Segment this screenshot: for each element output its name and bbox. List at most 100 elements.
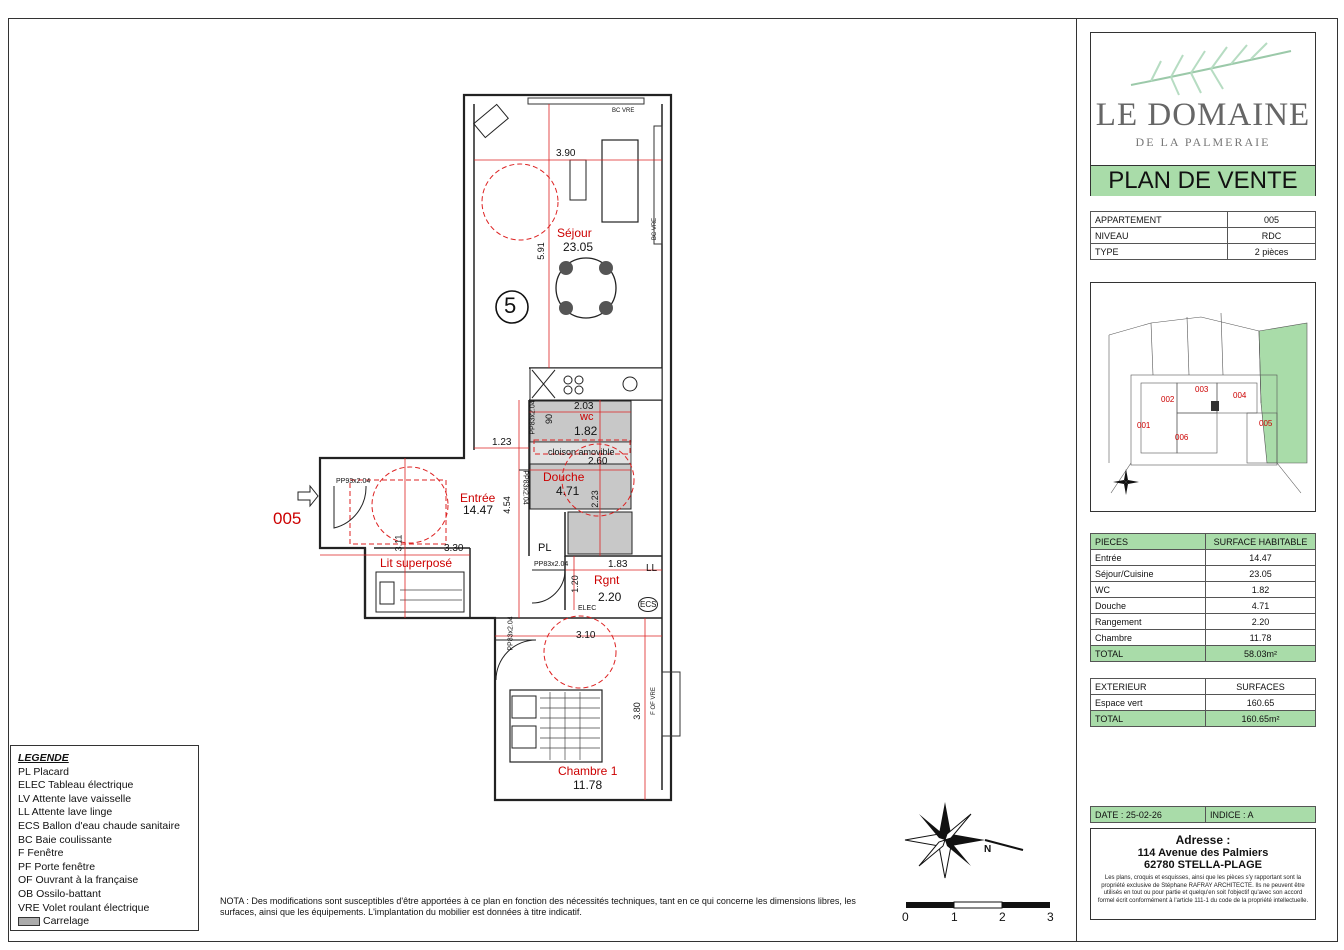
room-lit-superpose-name: Lit superposé: [380, 556, 453, 570]
legend-item: LV Attente lave vaisselle: [18, 792, 132, 805]
room-name-cell: Chambre: [1090, 629, 1206, 646]
legend-item: PL Placard: [18, 765, 69, 778]
door-tag-douche: PP83x2.04: [521, 470, 529, 505]
scale-bar: [906, 901, 1050, 909]
plan-de-vente-title: PLAN DE VENTE: [1091, 165, 1315, 196]
keyplan-unit-003: 003: [1195, 385, 1209, 394]
dim-3-11: 3.11: [393, 534, 404, 552]
door-tag-chambre: PP83x2.04: [507, 616, 515, 651]
keyplan-unit-002: 002: [1161, 395, 1175, 404]
keyplan-compass-icon: [1113, 469, 1139, 495]
dim-3-30: 3.30: [444, 543, 464, 554]
address-line-1: 114 Avenue des Palmiers: [1137, 847, 1269, 859]
compass-icon: [904, 802, 1024, 879]
exterior-value-cell: 160.65: [1205, 694, 1316, 711]
dim-4-54: 4.54: [501, 496, 512, 514]
room-name-cell: Douche: [1090, 597, 1206, 614]
legend-item: F Fenêtre: [18, 847, 64, 860]
bc-vre-right: BC VRE: [652, 217, 659, 241]
room-value-cell: 11.78: [1205, 629, 1316, 646]
scale-tick-1: 1: [951, 910, 958, 924]
room-name-cell: Rangement: [1090, 613, 1206, 630]
room-entree-area: 14.47: [463, 503, 494, 517]
legend-item: PF Porte fenêtre: [18, 860, 96, 873]
dim-3-80: 3.80: [631, 702, 642, 720]
address-heading: Adresse :: [1175, 833, 1231, 847]
room-douche-name: Douche: [543, 470, 585, 484]
dim-2-03: 2.03: [574, 401, 594, 412]
key-plan: 002 003 004 001 006 005: [1090, 282, 1316, 512]
room-name-cell: WC: [1090, 581, 1206, 598]
room-value-cell: 23.05: [1205, 565, 1316, 582]
address-block: Adresse : 114 Avenue des Palmiers 62780 …: [1090, 828, 1316, 920]
scale-tick-0: 0: [902, 910, 909, 924]
f-of-vre-label: F OF VRE: [650, 687, 657, 715]
entry-arrow-icon: [297, 484, 319, 508]
exterior-name-cell: Espace vert: [1090, 694, 1206, 711]
room-rgnt-name: Rgnt: [594, 573, 620, 587]
room-sejour-name: Séjour: [557, 226, 592, 240]
scale-tick-3: 3: [1047, 910, 1054, 924]
column-header: SURFACES: [1205, 678, 1316, 695]
info-label: NIVEAU: [1090, 227, 1228, 244]
placard-label: PL: [538, 542, 552, 554]
legend-item: ECS Ballon d'eau chaude sanitaire: [18, 819, 180, 832]
date-cell: DATE : 25-02-26: [1090, 806, 1206, 823]
room-value-cell: 4.71: [1205, 597, 1316, 614]
logo-block: LE DOMAINE DE LA PALMERAIE PLAN DE VENTE: [1090, 32, 1316, 196]
dim-5-91: 5.91: [535, 242, 546, 260]
scale-tick-2: 2: [999, 910, 1006, 924]
door-tag-wc: PP83x2.04: [529, 400, 537, 435]
room-value-cell: 2.20: [1205, 613, 1316, 630]
dim-2-60: 2.60: [588, 456, 608, 467]
room-chambre-area: 11.78: [573, 778, 603, 792]
elec-label: ELEC: [578, 605, 597, 612]
info-value: 005: [1227, 211, 1316, 228]
legend-item: OB Ossilo-battant: [18, 887, 101, 900]
dim-90: 90: [544, 413, 555, 425]
address-line-2: 62780 STELLA-PLAGE: [1144, 859, 1262, 871]
legend-item: LL Attente lave linge: [18, 806, 113, 819]
keyplan-unit-006: 006: [1175, 433, 1189, 442]
info-label: TYPE: [1090, 243, 1228, 260]
carrelage-swatch: [18, 916, 40, 926]
total-value: 58.03m²: [1205, 645, 1316, 662]
legend-item: ELEC Tableau électrique: [18, 779, 134, 792]
info-value: RDC: [1227, 227, 1316, 244]
carrelage-label: Carrelage: [43, 915, 90, 928]
legend-item-carrelage: Carrelage: [18, 915, 198, 929]
dim-1-20: 1.20: [569, 575, 580, 593]
room-douche-area: 4.71: [556, 484, 580, 498]
palm-leaf-icon: [1130, 42, 1292, 96]
floor-plan: [297, 93, 1050, 909]
title-block-panel: [1076, 18, 1339, 942]
legend-title: LEGENDE: [18, 752, 69, 764]
room-name-cell: Entrée: [1090, 549, 1206, 566]
ll-label: LL: [646, 563, 658, 574]
room-wc-area: 1.82: [574, 424, 598, 438]
room-sejour-area: 23.05: [563, 240, 594, 254]
column-header: EXTERIEUR: [1090, 678, 1206, 695]
room-rgnt-area: 2.20: [598, 590, 622, 604]
copyright-note: Les plans, croquis et esquisses, ainsi q…: [1097, 875, 1309, 904]
info-value: 2 pièces: [1227, 243, 1316, 260]
keyplan-unit-005: 005: [1259, 419, 1273, 428]
dim-3-10: 3.10: [576, 630, 596, 641]
total-label: TOTAL: [1090, 645, 1206, 662]
entry-unit-label: 005: [273, 509, 302, 528]
